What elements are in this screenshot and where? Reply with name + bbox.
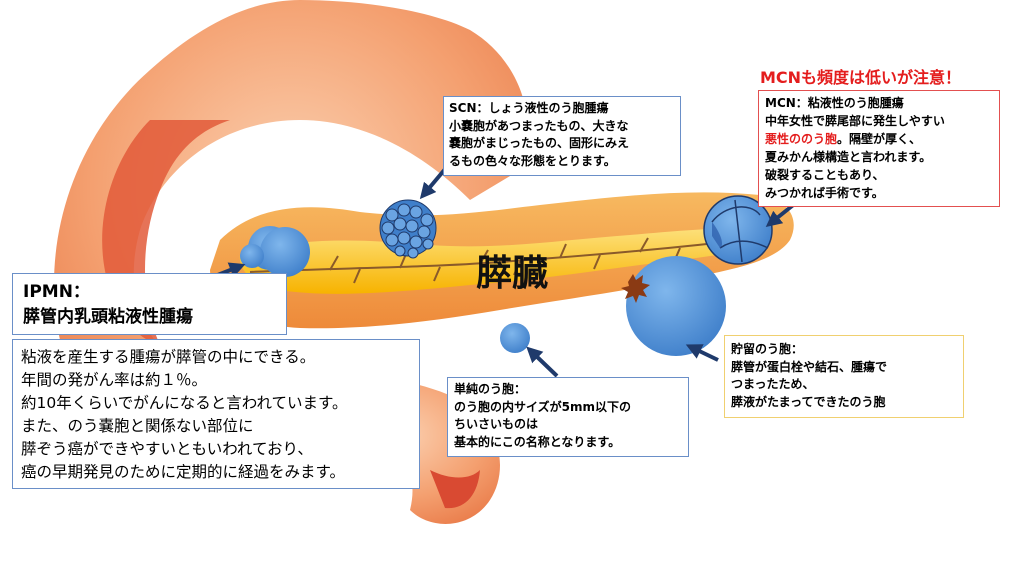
ipmn-title-line: IPMN： [23, 282, 90, 302]
retention-cyst-info-box: 貯留のう胞： 膵管が蛋白栓や結石、腫瘍で つまったため、 膵液がたまってできたの… [724, 335, 964, 418]
retention-cyst-line: つまったため、 [731, 377, 815, 391]
ipmn-description-box: 粘液を産生する腫瘍が膵管の中にできる。 年間の発がん率は約１％。 約10年くらい… [12, 339, 420, 489]
mcn-line: 悪性ののう胞。隔壁が厚く、 [765, 130, 993, 148]
ipmn-title-box: IPMN： 膵管内乳頭粘液性腫瘍 [12, 273, 287, 335]
retention-cyst [626, 256, 726, 356]
mcn-malignant-text: 悪性ののう胞 [765, 132, 838, 146]
ipmn-desc-line: 約10年くらいでがんになると言われています。 [21, 394, 348, 412]
mcn-line: みつかれば手術です。 [765, 186, 884, 200]
mcn-line: 夏みかん様構造と言われます。 [765, 150, 932, 164]
simple-cyst-line: 基本的にこの名称となります。 [454, 434, 621, 449]
ipmn-desc-line: 膵ぞう癌ができやすいともいわれており、 [21, 440, 313, 458]
ipmn-title-line: 膵管内乳頭粘液性腫瘍 [23, 307, 193, 327]
retention-cyst-line: 膵管が蛋白栓や結石、腫瘍で [731, 359, 888, 374]
retention-cyst-line: 貯留のう胞： [731, 342, 804, 356]
mcn-line: MCN：粘液性のう胞腫瘍 [765, 96, 904, 110]
scn-line: SCN：しょう液性のう胞腫瘍 [449, 101, 609, 115]
arrow-scn [419, 166, 448, 200]
scn-line: 小嚢胞があつまったもの、大きな [449, 118, 629, 133]
scn-cyst [379, 199, 437, 259]
ipmn-cyst [240, 226, 310, 277]
simple-cyst-line: のう胞の内サイズが5mm以下の [454, 399, 631, 414]
simple-cyst [500, 323, 530, 353]
mcn-info-box: MCN：粘液性のう胞腫瘍 中年女性で膵尾部に発生しやすい 悪性ののう胞。隔壁が厚… [758, 90, 1000, 207]
lower-intestine-inner [430, 470, 480, 509]
organ-label: 膵臓 [476, 253, 549, 294]
tumor-mass [621, 274, 650, 303]
mcn-line3-rest: 。隔壁が厚く、 [837, 132, 922, 146]
mcn-cyst [703, 195, 773, 265]
simple-cyst-line: ちいさいものは [454, 417, 539, 431]
ipmn-desc-line: また、のう嚢胞と関係ない部位に [21, 417, 254, 435]
scn-line: るもの色々な形態をとります。 [449, 153, 616, 168]
arrow-simple [526, 346, 559, 378]
retention-cyst-line: 膵液がたまってできたのう胞 [731, 394, 886, 409]
ipmn-desc-line: 年間の発がん率は約１％。 [21, 371, 208, 389]
scn-info-box: SCN：しょう液性のう胞腫瘍 小嚢胞があつまったもの、大きな 嚢胞がまじったもの… [443, 96, 681, 176]
ipmn-desc-line: 癌の早期発見のために定期的に経過をみます。 [21, 463, 345, 481]
scn-line: 嚢胞がまじったもの、固形にみえ [449, 136, 630, 150]
stomach-tissue [54, 0, 528, 472]
mcn-warning-heading: MCNも頻度は低いが注意！ [760, 68, 962, 87]
pancreatic-duct [249, 229, 761, 284]
mcn-line: 中年女性で膵尾部に発生しやすい [765, 114, 945, 128]
mcn-line: 破裂することもあり、 [765, 168, 885, 182]
arrow-retention [685, 344, 719, 362]
simple-cyst-line: 単純のう胞： [454, 382, 527, 396]
ipmn-desc-line: 粘液を産生する腫瘍が膵管の中にできる。 [21, 348, 316, 366]
simple-cyst-info-box: 単純のう胞： のう胞の内サイズが5mm以下の ちいさいものは 基本的にこの名称と… [447, 377, 689, 457]
